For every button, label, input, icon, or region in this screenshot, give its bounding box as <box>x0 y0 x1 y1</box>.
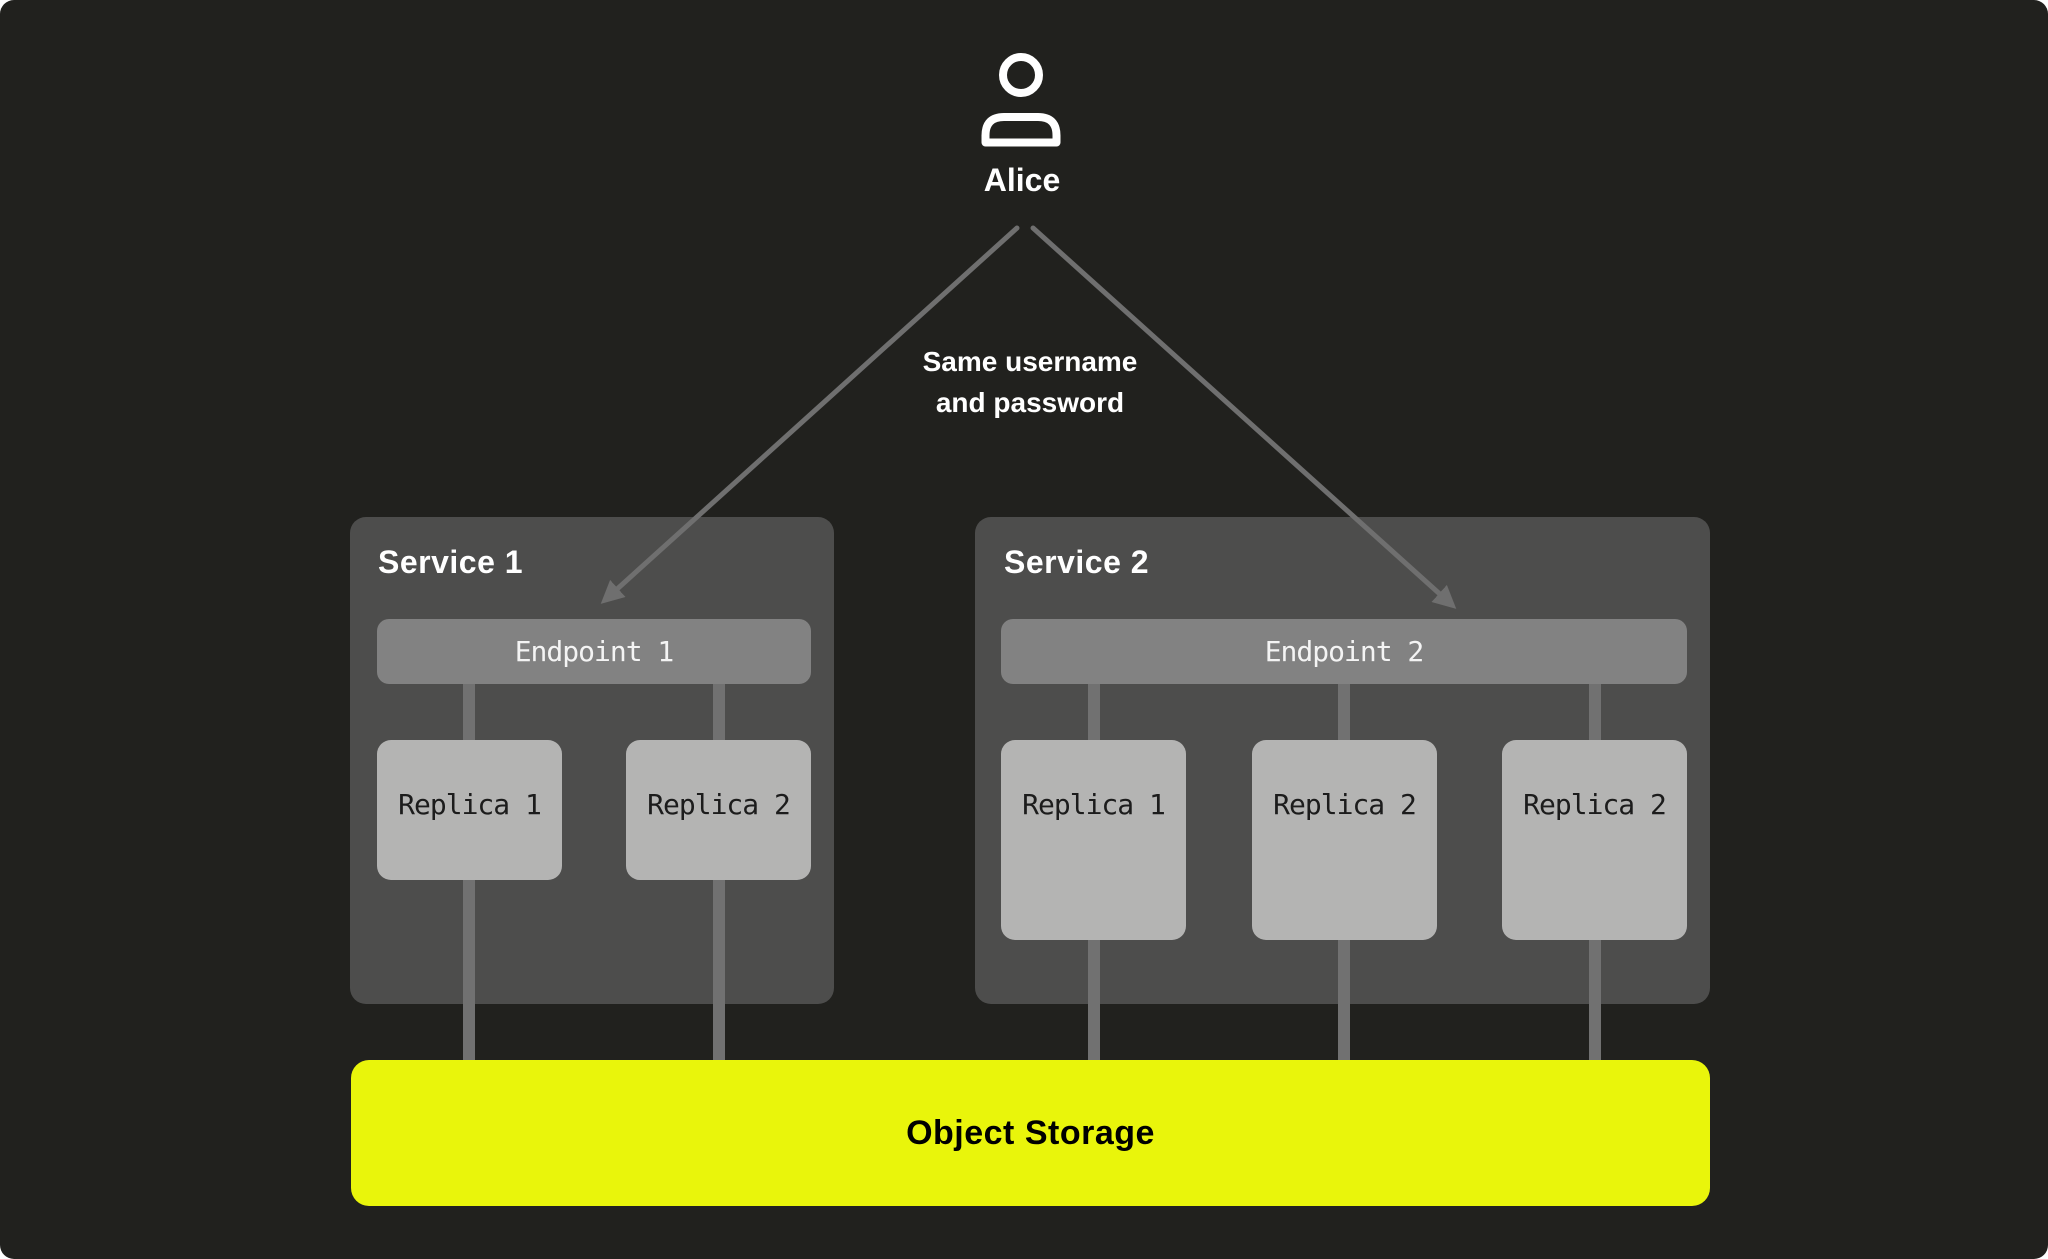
service-1-replica-2: Replica 2 <box>626 740 811 880</box>
service-2-replica-1: Replica 1 <box>1001 740 1186 940</box>
object-storage-bar: Object Storage <box>351 1060 1710 1206</box>
object-storage-label: Object Storage <box>906 1113 1155 1152</box>
service-1-replica-1: Replica 1 <box>377 740 562 880</box>
service-1-endpoint: Endpoint 1 <box>377 619 811 684</box>
service-2-endpoint: Endpoint 2 <box>1001 619 1687 684</box>
service-1-title: Service 1 <box>378 544 524 580</box>
annotation-line-1: Same username <box>922 346 1138 377</box>
service-2-title: Service 2 <box>1004 544 1150 580</box>
service-2-replica-3: Replica 2 <box>1502 740 1687 940</box>
user-label: Alice <box>983 162 1061 198</box>
annotation-text: Same username and password <box>830 341 1230 423</box>
service-2-replica-2: Replica 2 <box>1252 740 1437 940</box>
user-icon <box>981 53 1061 147</box>
annotation-line-2: and password <box>935 387 1125 418</box>
